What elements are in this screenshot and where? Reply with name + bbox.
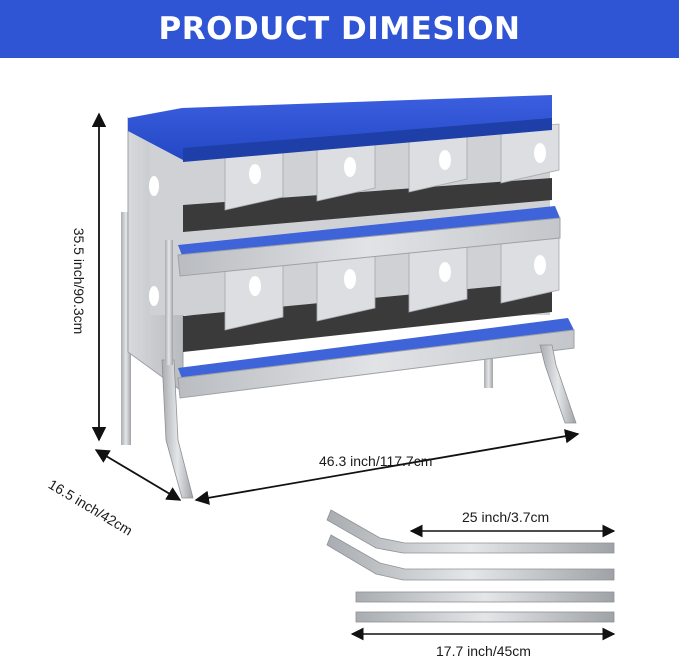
bottom-perch	[178, 318, 574, 381]
hen-cutout-icon	[534, 143, 546, 163]
depth-arrow	[94, 449, 182, 501]
spare-straight-leg-1	[355, 591, 615, 603]
width-label: 46.3 inch/117.7cm	[319, 453, 433, 469]
hen-cutout-icon	[439, 150, 451, 170]
bottom-perch-rail	[177, 329, 575, 399]
straight-leg-label: 17.7 inch/45cm	[436, 643, 531, 659]
front-leg-left	[161, 359, 194, 499]
page-title: PRODUCT DIMESION	[158, 11, 521, 47]
roof	[128, 95, 552, 160]
back-leg-right	[484, 350, 493, 388]
height-label: 35.5 inch/90.3cm	[71, 227, 87, 335]
title-banner: PRODUCT DIMESION	[0, 0, 679, 58]
spare-bent-leg-1	[326, 509, 615, 554]
hen-cutout-icon	[344, 157, 356, 177]
spare-bent-leg-2	[326, 534, 615, 581]
hen-cutout-icon	[534, 255, 546, 275]
bent-leg-label: 25 inch/3.7cm	[462, 509, 550, 525]
spare-straight-leg-2	[355, 611, 615, 623]
hen-cutout-icon	[149, 286, 159, 306]
hen-cutout-icon	[249, 276, 261, 296]
nest-boxes	[149, 123, 560, 352]
back-leg-left	[121, 212, 131, 445]
width-arrow	[194, 429, 580, 505]
hen-cutout-icon	[439, 262, 451, 282]
hen-cutout-icon	[249, 164, 261, 184]
top-perch	[178, 206, 560, 258]
nest-floor	[183, 178, 552, 232]
roof-front-edge	[183, 118, 552, 162]
hen-cutout-icon	[344, 269, 356, 289]
top-perch-rail	[177, 217, 561, 277]
hen-cutout-icon	[149, 176, 159, 196]
front-leg-left-upper	[165, 240, 173, 365]
front-leg-right	[539, 344, 577, 424]
